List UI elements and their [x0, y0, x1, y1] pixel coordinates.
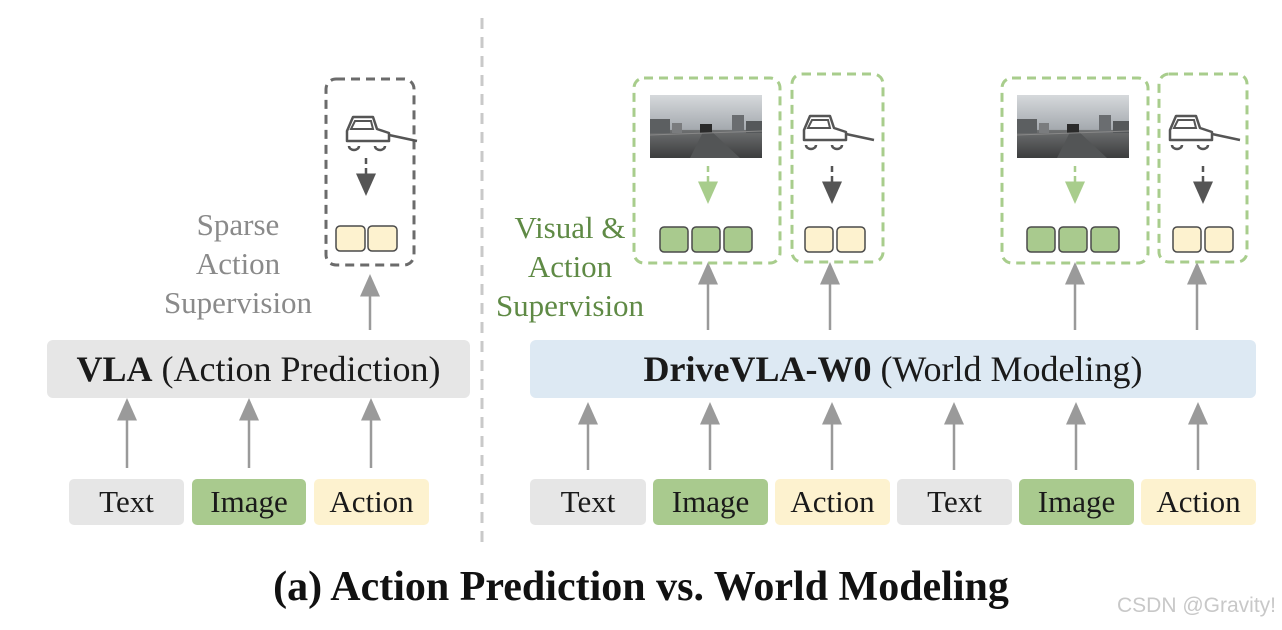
- left-token-text: Text: [69, 479, 184, 525]
- left-token-action: Action: [314, 479, 429, 525]
- right-token-text-2: Text: [897, 479, 1012, 525]
- visual-supervision-box-1: [632, 76, 782, 265]
- action-supervision-box-2: [1157, 72, 1249, 264]
- visual-action-supervision-label: Visual & Action Supervision: [495, 210, 645, 323]
- figure-caption: (a) Action Prediction vs. World Modeling: [273, 564, 1009, 610]
- left-token-image: Image: [192, 479, 306, 525]
- drivevla-model-suffix: (World Modeling): [871, 349, 1143, 389]
- sparse-action-supervision-label: Sparse Action Supervision: [163, 207, 313, 320]
- drivevla-model-bar: DriveVLA-W0 (World Modeling): [530, 340, 1256, 398]
- drivevla-model-name: DriveVLA-W0: [643, 349, 872, 389]
- sparse-action-box: [324, 77, 416, 267]
- visual-supervision-box-2: [1000, 76, 1150, 265]
- watermark: CSDN @Gravity!: [1117, 594, 1276, 617]
- right-token-action-1: Action: [775, 479, 890, 525]
- right-token-text-1: Text: [530, 479, 646, 525]
- road-scene-image: [1016, 94, 1130, 159]
- right-token-image-1: Image: [653, 479, 768, 525]
- right-token-action-2: Action: [1141, 479, 1256, 525]
- road-scene-image: [649, 94, 763, 159]
- right-token-image-2: Image: [1019, 479, 1134, 525]
- vla-model-suffix: (Action Prediction): [152, 349, 441, 389]
- action-supervision-box-1: [790, 72, 885, 264]
- vla-model-name: VLA: [76, 349, 153, 389]
- vla-model-bar: VLA (Action Prediction): [47, 340, 470, 398]
